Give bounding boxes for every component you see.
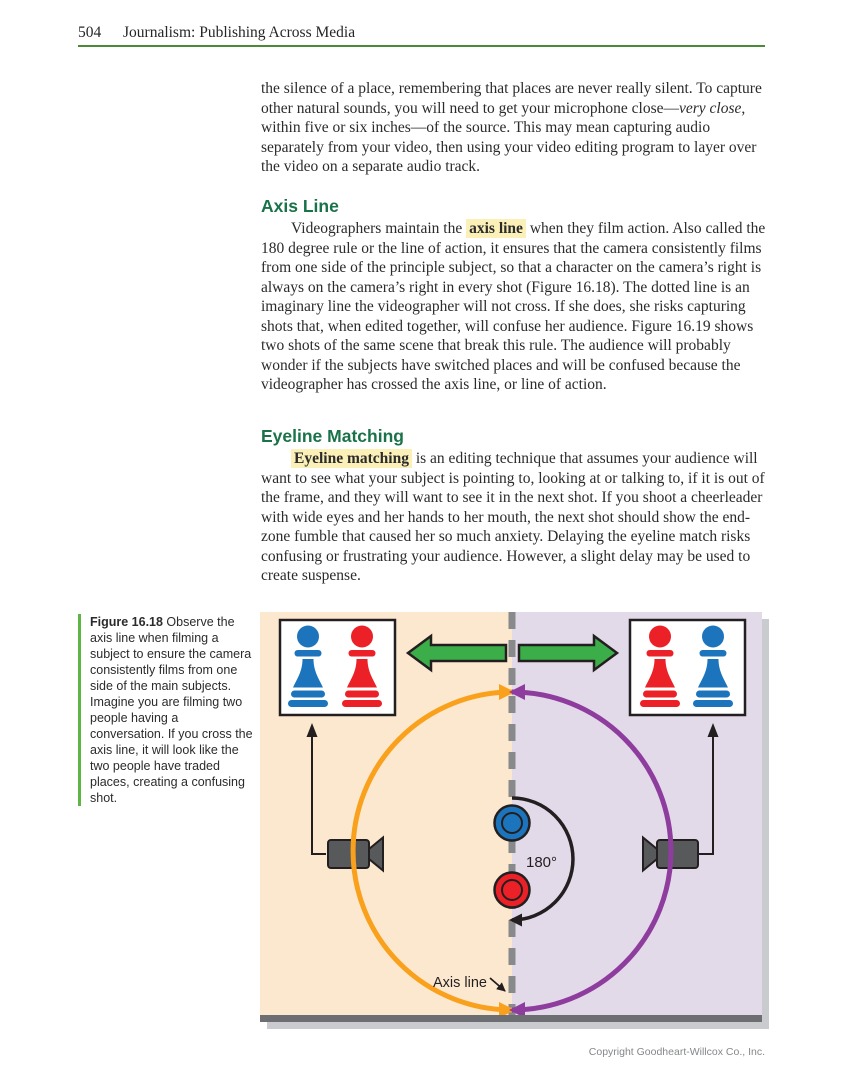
red-subject-marker [493, 871, 531, 909]
left-direction-arrow-icon [405, 633, 508, 673]
right-camera-icon [642, 835, 699, 873]
book-title: Journalism: Publishing Across Media [123, 24, 356, 41]
paragraph-text: the silence of a place, remembering that… [261, 80, 762, 117]
angle-label: 180° [526, 854, 557, 871]
copyright-notice: Copyright Goodheart-Willcox Co., Inc. [588, 1046, 765, 1058]
right-direction-arrow-icon [517, 633, 620, 673]
left-camera-view-arrow [306, 723, 326, 855]
purple-camera-arc [509, 684, 674, 1018]
axis-line-label: Axis line [433, 975, 487, 991]
italic-term: very close [678, 99, 742, 117]
figure-16-18-diagram: 180° Axis line [260, 612, 762, 1022]
left-camera-icon [327, 835, 384, 873]
paragraph-text: , within five or six inches—of the sourc… [261, 99, 757, 176]
paragraph-text: Videographers maintain the [291, 220, 467, 237]
running-head: 504 Journalism: Publishing Across Media [78, 24, 765, 42]
paragraph-text: is an editing technique that assumes you… [261, 450, 765, 584]
180-degree-arc [509, 796, 575, 927]
right-shot-frame [628, 618, 747, 717]
axis-line-diagram-svg: 180° Axis line [260, 612, 762, 1022]
section-heading-axis-line: Axis Line [261, 196, 339, 216]
page-number: 504 [78, 24, 102, 41]
axis-line-pointer-arrow [489, 977, 506, 992]
figure-caption-label: Figure 16.18 [90, 615, 163, 629]
right-camera-view-arrow [698, 723, 719, 855]
intro-paragraph: the silence of a place, remembering that… [261, 79, 768, 177]
orange-camera-arc [350, 684, 515, 1018]
key-term-eyeline-matching: Eyeline matching [291, 449, 412, 468]
header-rule [78, 45, 765, 47]
axis-line-paragraph: Videographers maintain the axis line whe… [261, 219, 768, 395]
eyeline-matching-paragraph: Eyeline matching is an editing technique… [261, 449, 768, 586]
paragraph-text: when they film action. Also called the 1… [261, 220, 766, 393]
diagram-bottom-border [260, 1015, 762, 1022]
blue-subject-marker [493, 804, 531, 842]
figure-caption-text: Observe the axis line when filming a sub… [90, 615, 253, 805]
left-shot-frame [278, 618, 397, 717]
figure-caption: Figure 16.18 Observe the axis line when … [78, 614, 253, 806]
key-term-axis-line: axis line [466, 219, 526, 238]
section-heading-eyeline-matching: Eyeline Matching [261, 426, 404, 446]
